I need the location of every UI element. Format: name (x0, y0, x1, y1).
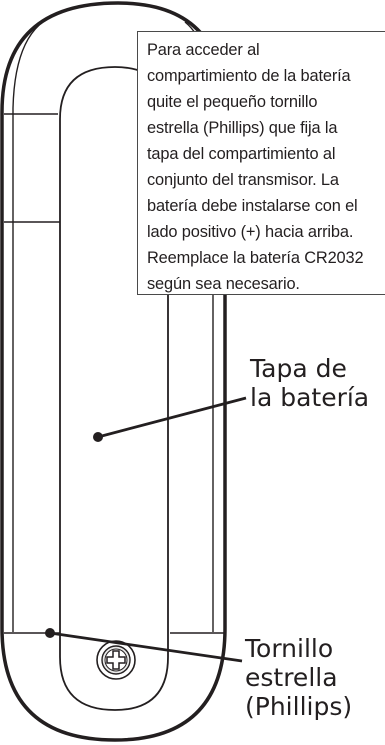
screw-leader-line (49, 631, 243, 663)
instruction-line: quite el pequeño tornillo (147, 93, 318, 111)
screw-label: Tornillo estrella (Phillips) (245, 634, 352, 721)
instruction-line: Para acceder al (147, 41, 260, 59)
instruction-line: tapa del compartimiento al (147, 145, 336, 163)
instruction-line: Reemplace la batería CR2032 (147, 249, 364, 267)
battery-cover-leader-line (97, 396, 247, 439)
battery-cover-leader-dot (93, 432, 103, 442)
instruction-box: Para acceder al compartimiento de la bat… (137, 31, 385, 295)
instruction-line: según sea necesario. (147, 275, 300, 293)
screw-label-line: Tornillo (245, 634, 334, 663)
screw-label-line: (Phillips) (245, 692, 353, 721)
phillips-screw-icon (96, 640, 136, 680)
battery-cover-label-line: la batería (250, 383, 370, 412)
instruction-line: lado positivo (+) hacia arriba. (147, 223, 354, 241)
instruction-line: batería debe instalarse con el (147, 197, 358, 215)
instruction-line: conjunto del transmisor. La (147, 171, 339, 189)
instruction-line: estrella (Phillips) que fija la (147, 119, 338, 137)
body-inner-contour-left (12, 13, 59, 109)
screw-label-line: estrella (245, 663, 338, 692)
instruction-line: compartimiento de la batería (147, 67, 351, 85)
battery-cover-label: Tapa de la batería (250, 354, 369, 412)
screw-leader-dot (45, 628, 55, 638)
battery-cover-label-line: Tapa de (250, 354, 347, 383)
